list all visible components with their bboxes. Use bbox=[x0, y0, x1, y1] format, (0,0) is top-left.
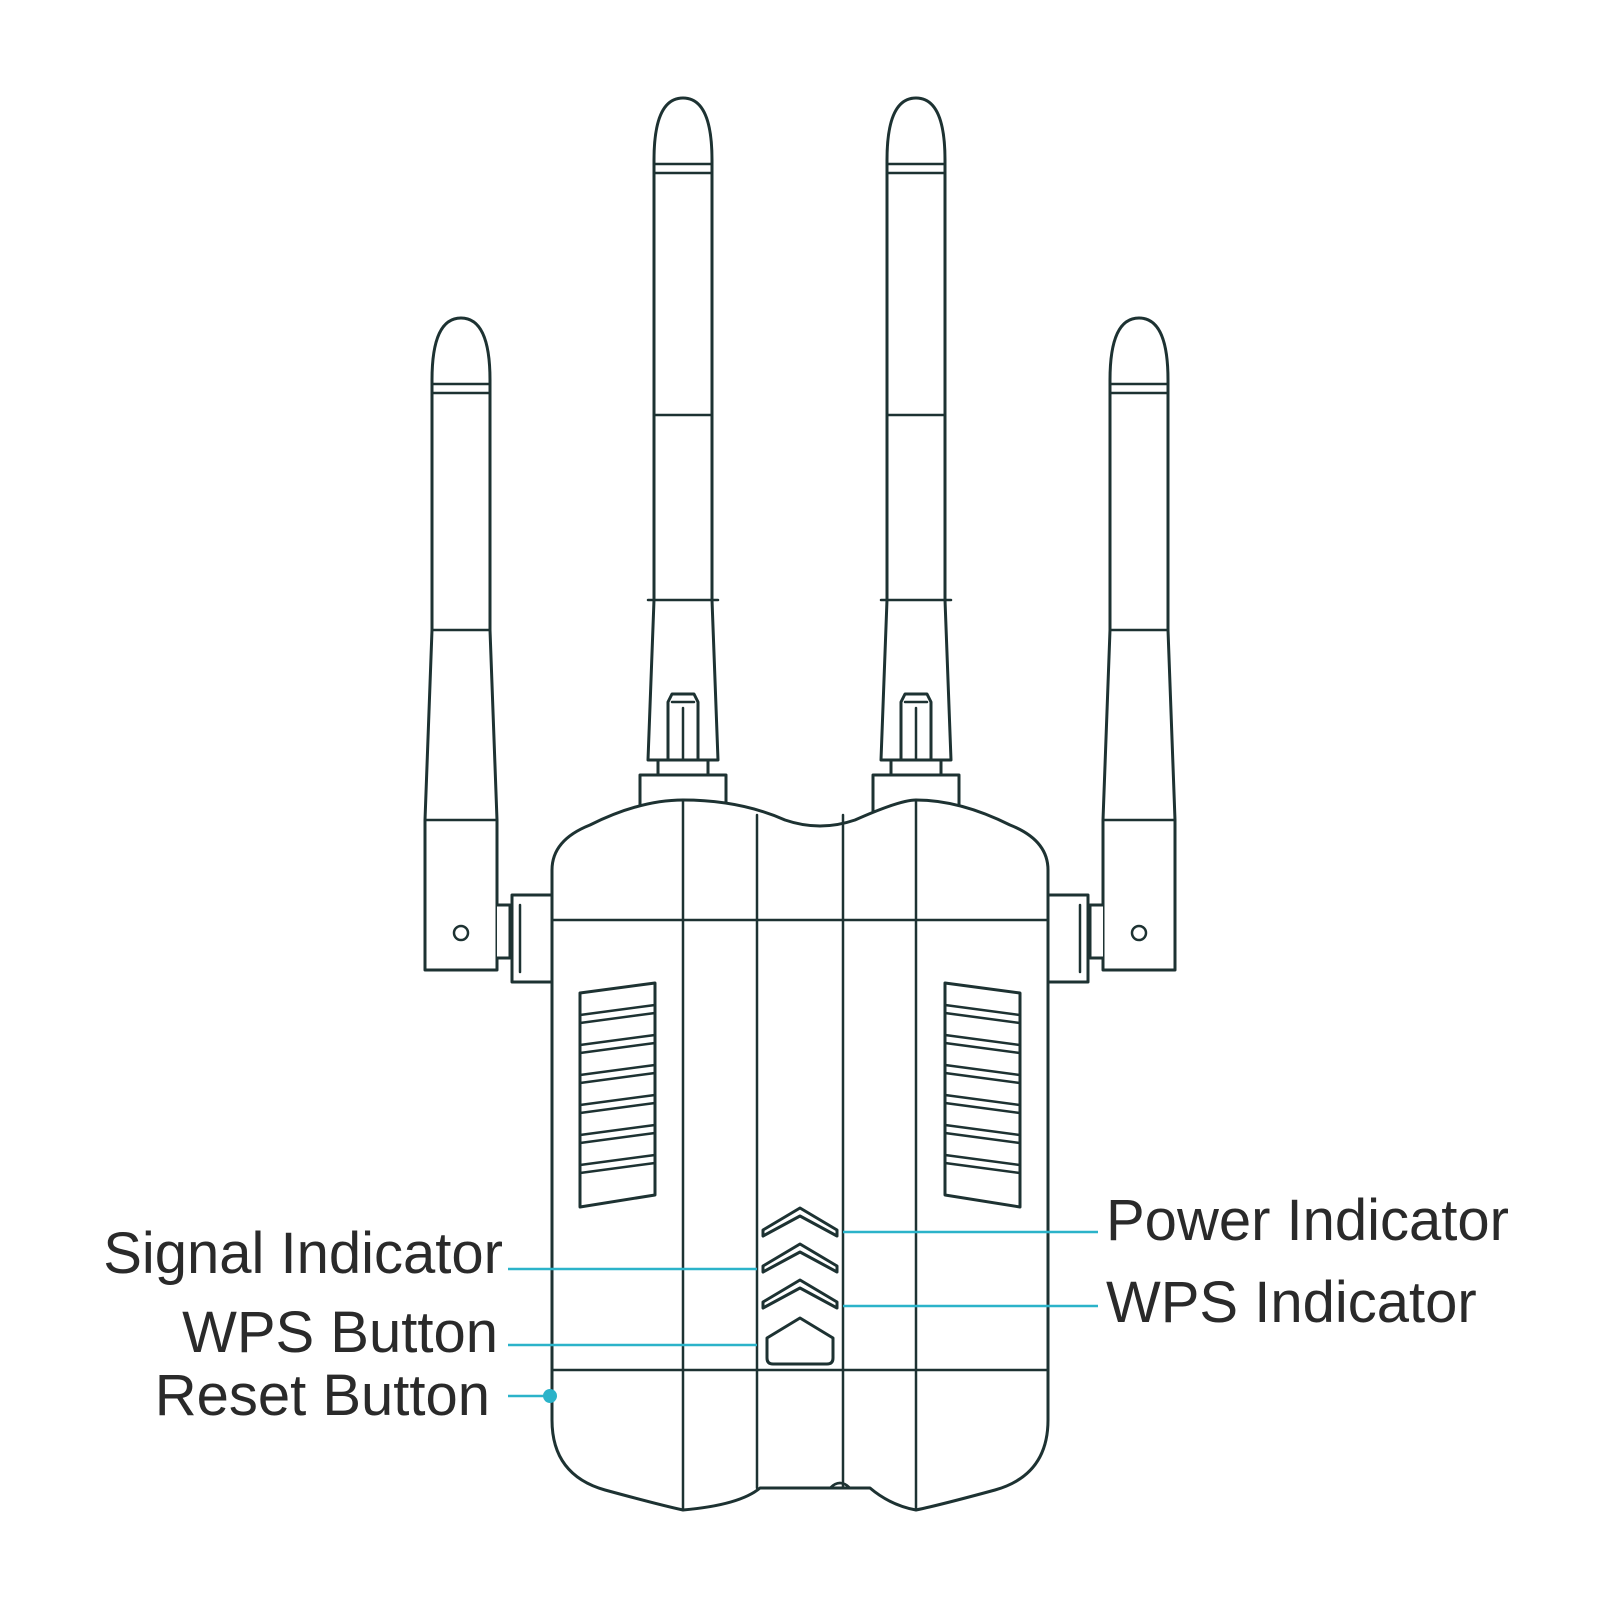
vent-left bbox=[578, 981, 657, 1209]
side-connector-right bbox=[1046, 893, 1090, 984]
label-wps-indicator: WPS Indicator bbox=[1106, 1270, 1477, 1335]
label-signal-indicator: Signal Indicator bbox=[103, 1221, 503, 1286]
leader-lines bbox=[508, 1230, 1098, 1403]
side-connector-left bbox=[510, 893, 554, 984]
wps-button-shape[interactable] bbox=[765, 1316, 835, 1366]
label-power-indicator: Power Indicator bbox=[1106, 1188, 1509, 1253]
signal-indicator-light bbox=[761, 1242, 839, 1274]
antenna-far-right bbox=[1088, 316, 1177, 972]
reset-button-dot[interactable] bbox=[543, 1389, 557, 1403]
antenna-inner-right bbox=[871, 96, 961, 817]
wps-indicator-light bbox=[761, 1278, 839, 1310]
power-indicator-light bbox=[761, 1206, 839, 1238]
device-body bbox=[550, 798, 1050, 1512]
antenna-far-left bbox=[423, 316, 512, 972]
label-wps-button: WPS Button bbox=[182, 1300, 498, 1365]
label-reset-button: Reset Button bbox=[155, 1363, 490, 1428]
vent-right bbox=[943, 981, 1022, 1209]
antenna-inner-left bbox=[638, 96, 728, 817]
